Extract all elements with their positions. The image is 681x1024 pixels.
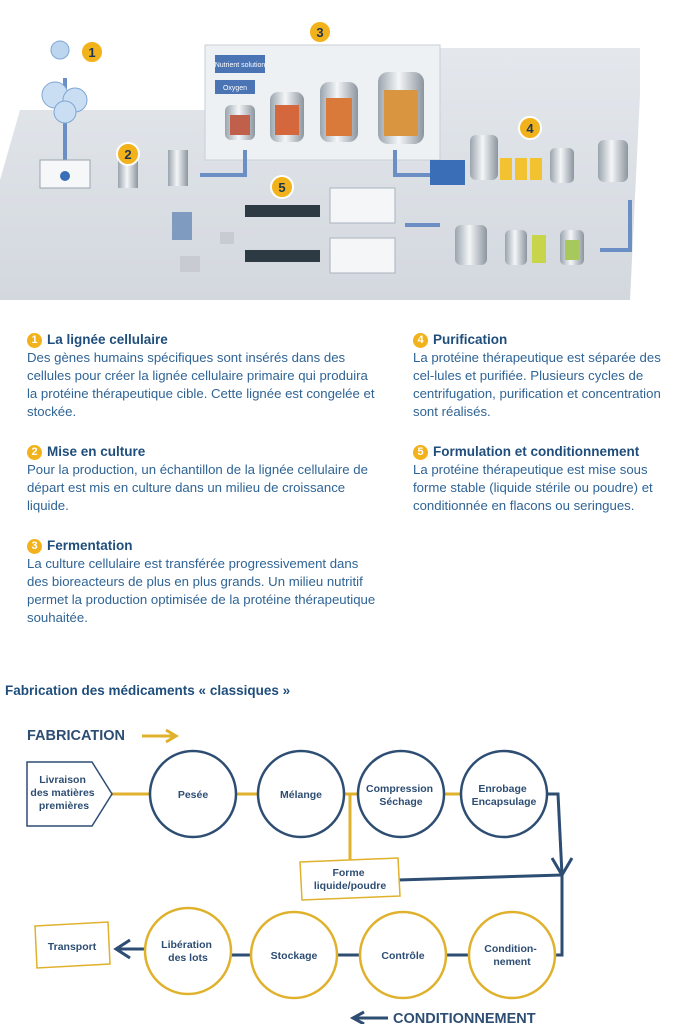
fabrication-arrow-icon [142, 728, 179, 744]
fabrication-label: FABRICATION [27, 728, 125, 744]
tank-label-oxygen: Oxygen [223, 85, 247, 92]
node-conditionnement [467, 910, 557, 1000]
badge-5-label: 5 [278, 180, 285, 195]
transport-box [34, 921, 111, 969]
step-3-description: 3 Fermentation La culture cellulaire est … [27, 537, 377, 627]
step-5-title: Formulation et conditionnement [433, 444, 640, 459]
step-1-text: Des gènes humains spécifiques sont insér… [27, 350, 375, 419]
badge-1-label: 1 [88, 45, 95, 60]
forme-liquide-box [299, 857, 401, 901]
conditionnement-arrow-icon [349, 1010, 388, 1024]
formulation-equipment [172, 187, 396, 274]
arrow-left-head [113, 938, 131, 960]
step-5-text: La protéine thérapeutique est mise sous … [413, 462, 653, 513]
node-melange-label: Mélange [280, 789, 322, 801]
forme-liquide-label: Forme liquide/poudre [314, 867, 386, 892]
step-4-description: 4 Purification La protéine thérapeutique … [413, 331, 678, 421]
step-1-number-icon: 1 [27, 332, 42, 348]
step-4-title: Purification [433, 332, 508, 347]
biotech-process-illustration: Nutrient solution Oxygen 1 [0, 20, 640, 300]
step-2-title: Mise en culture [47, 444, 146, 459]
badge-5 [270, 175, 294, 199]
node-controle-label: Contrôle [381, 950, 424, 962]
connector-forme-right [397, 873, 563, 882]
node-stockage [249, 910, 339, 1000]
node-compression [356, 749, 446, 839]
badge-1 [80, 40, 104, 64]
step-1-title: La lignée cellulaire [47, 332, 168, 347]
node-liberation-label: Libération des lots [161, 939, 215, 964]
start-raw-materials-shape [26, 761, 113, 827]
purification-equipment [430, 135, 628, 185]
pipe-3-4 [393, 150, 430, 177]
pipe-4-5 [405, 200, 632, 252]
node-pesee [148, 749, 238, 839]
cell-line-cells [41, 40, 88, 124]
step-2-description: 2 Mise en culture Pour la production, un … [27, 443, 377, 515]
arrow-down-head [550, 857, 574, 878]
badge-4-label: 4 [526, 121, 534, 136]
node-melange [256, 749, 346, 839]
culture-equipment [39, 150, 188, 189]
step-5-number-icon: 5 [413, 444, 428, 460]
node-conditionnement-label: Condition- nement [484, 943, 539, 968]
step-2-number-icon: 2 [27, 444, 42, 460]
step-3-title: Fermentation [47, 538, 133, 553]
badge-4 [518, 116, 542, 140]
conditionnement-label: CONDITIONNEMENT [393, 1011, 536, 1024]
step-3-number-icon: 3 [27, 538, 42, 554]
step-3-text: La culture cellulaire est transférée pro… [27, 556, 376, 625]
tank-label-nutrient: Nutrient solution [215, 62, 266, 69]
bioreactors: Nutrient solution Oxygen [215, 55, 424, 144]
badge-2 [116, 142, 140, 166]
concentration-equipment [455, 225, 584, 265]
connector-enrobage-right [546, 792, 564, 876]
step-5-description: 5 Formulation et conditionnement La proté… [413, 443, 681, 515]
node-stockage-label: Stockage [271, 950, 318, 962]
node-compression-label: Compression Séchage [366, 783, 436, 808]
badge-3-label: 3 [316, 25, 323, 40]
pipe-2-3 [200, 150, 247, 177]
step-2-text: Pour la production, un échantillon de la… [27, 462, 368, 513]
node-pesee-label: Pesée [178, 789, 209, 801]
start-raw-materials-label: Livraison des matières premières [30, 774, 97, 812]
step-1-description: 1 La lignée cellulaire Des gènes humains … [27, 331, 377, 421]
node-enrobage-label: Enrobage Encapsulage [472, 783, 537, 808]
node-enrobage [459, 749, 549, 839]
step-4-number-icon: 4 [413, 332, 428, 348]
manufacturing-flow-diagram: FABRICATION Livraison des matières premi… [26, 728, 574, 1024]
node-liberation [143, 906, 233, 996]
badge-3 [308, 20, 332, 44]
section-title: Fabrication des médicaments « classiques… [5, 683, 291, 698]
step-4-text: La protéine thérapeutique est séparée de… [413, 350, 661, 419]
node-controle [358, 910, 448, 1000]
transport-label: Transport [48, 941, 97, 953]
badge-2-label: 2 [124, 147, 131, 162]
